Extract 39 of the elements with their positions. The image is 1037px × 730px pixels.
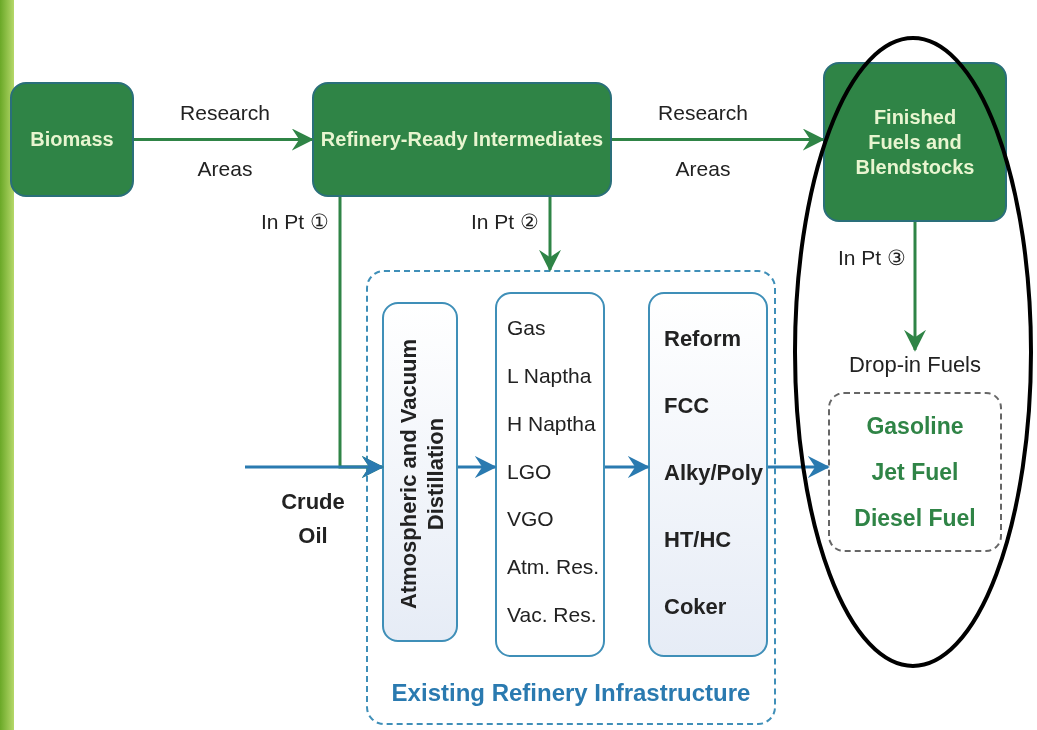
- stream-label: Crude Oil: [280, 488, 346, 550]
- process-list-panel: [648, 292, 768, 657]
- arrow: [245, 456, 384, 478]
- edge-label: In Pt ③: [837, 246, 907, 270]
- fuel-name: Gasoline: [866, 412, 964, 441]
- list-item: Alky/Poly: [664, 459, 764, 486]
- arrow: [768, 456, 830, 478]
- list-item: HT/HC: [664, 526, 732, 553]
- process-column: [382, 302, 458, 642]
- arrow: [605, 456, 650, 478]
- list-item: VGO: [507, 507, 554, 532]
- arrow: [904, 222, 926, 352]
- edge-label: Research Areas: [657, 100, 749, 182]
- process-box: Refinery-Ready Intermediates: [312, 82, 612, 197]
- arrow: [134, 128, 314, 151]
- edge-label: In Pt ②: [470, 210, 540, 234]
- dashed-group-frame: [366, 270, 776, 725]
- list-item: Gas: [507, 315, 546, 340]
- list-item: L Naptha: [507, 363, 592, 388]
- list-item: Coker: [664, 593, 727, 620]
- list-item: Vac. Res.: [507, 603, 597, 628]
- list-item: LGO: [507, 459, 552, 484]
- arrow: [458, 456, 497, 478]
- process-box: Finished Fuels and Blendstocks: [823, 62, 1007, 222]
- vertical-label: Atmospheric and Vacuum Distillation: [395, 337, 449, 612]
- process-box: Biomass: [10, 82, 134, 197]
- edge-label: In Pt ①: [260, 210, 330, 234]
- list-item: H Naptha: [507, 411, 596, 436]
- arrow: [612, 128, 825, 151]
- list-item: Atm. Res.: [507, 555, 600, 580]
- edge-label: Research Areas: [179, 100, 271, 182]
- product-list-panel: [495, 292, 605, 657]
- group-heading: Drop-in Fuels: [847, 352, 982, 378]
- fuel-name: Diesel Fuel: [854, 504, 976, 533]
- arrow: [539, 197, 561, 272]
- list-item: FCC: [664, 392, 710, 419]
- list-item: Reform: [664, 325, 741, 352]
- fuel-name: Jet Fuel: [871, 458, 959, 487]
- group-title: Existing Refinery Infrastructure: [390, 679, 752, 707]
